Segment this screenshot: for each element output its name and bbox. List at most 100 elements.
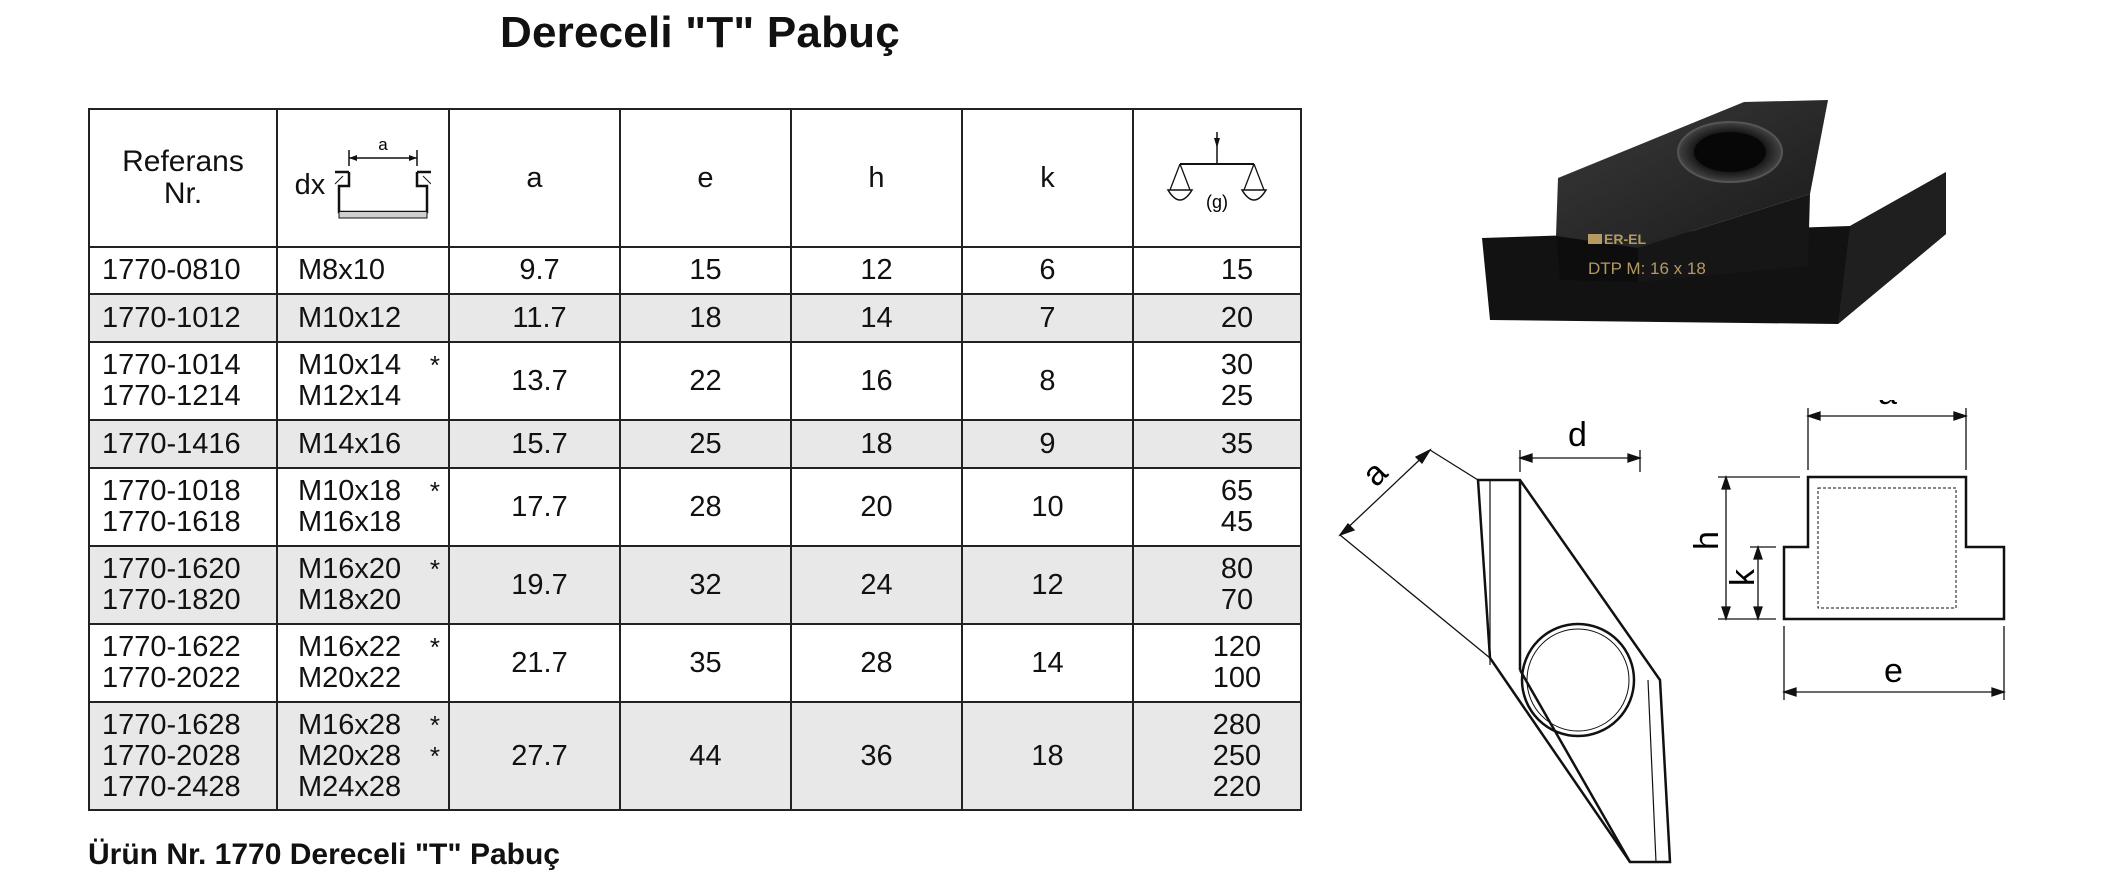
dx-value: M14x16: [298, 427, 402, 460]
dx-line: M10x14 *: [298, 350, 448, 381]
weight-value: 280: [1212, 708, 1262, 741]
cell-h: 28: [790, 623, 963, 703]
dim-a-top-label: a: [1878, 400, 1897, 412]
cell-a: 27.7: [448, 701, 621, 811]
dx-value: M16x22: [298, 631, 402, 663]
cell-dx: M16x20*M18x20: [276, 545, 450, 625]
cell-dx: M8x10: [276, 246, 450, 295]
header-h: h: [790, 108, 963, 248]
header-a: a: [448, 108, 621, 248]
cell-h: 18: [790, 419, 963, 469]
dx-star: *: [429, 740, 440, 771]
cell-e: 28: [619, 467, 792, 547]
cell-weight: 20: [1132, 293, 1302, 343]
weight-value: 35: [1220, 427, 1254, 460]
cell-ref: 1770-0810: [88, 246, 278, 295]
cell-e: 18: [619, 293, 792, 343]
cell-h: 12: [790, 246, 963, 295]
dx-line: M16x28*: [298, 709, 448, 741]
header-ref-line1: Referans: [122, 145, 244, 178]
dx-star: *: [429, 554, 440, 584]
dx-value: M20x28: [298, 739, 402, 772]
dim-a-diagonal-label: a: [1355, 453, 1395, 493]
cell-k: 9: [961, 419, 1134, 469]
dx-value: M24x28: [298, 770, 402, 803]
page-title: Dereceli "T" Pabuç: [500, 8, 900, 57]
tslot-icon: a: [334, 135, 432, 219]
dx-value: M10x18: [298, 475, 402, 507]
top-view-hatch: [1489, 480, 1657, 863]
dim-h: [1718, 474, 1800, 622]
dim-a-diagonal: [1338, 448, 1491, 659]
dx-line: M16x20*: [298, 554, 448, 585]
cell-k: 14: [961, 623, 1134, 703]
cell-a: 9.7: [448, 246, 621, 295]
dx-line: M14x16: [298, 427, 448, 460]
cell-ref: 1770-1416: [88, 419, 278, 469]
dx-star: *: [429, 632, 440, 662]
dx-line: M24x28: [298, 770, 448, 803]
ref-number: 1770-1628: [102, 708, 241, 741]
spec-table: Referans Nr. dx a: [88, 108, 1302, 811]
bore-circle-inner: [1526, 628, 1630, 732]
ref-number: 1770-1618: [102, 506, 241, 538]
ref-number: 1770-1820: [102, 584, 241, 616]
dim-d: [1517, 450, 1643, 472]
bore-circle: [1520, 622, 1636, 738]
scale-icon-label: (g): [1206, 192, 1228, 212]
dx-line: M8x10: [298, 255, 448, 286]
ref-number: 1770-1012: [102, 301, 241, 334]
ref-number: 1770-2022: [102, 662, 241, 694]
brand-logo-icon: [1588, 234, 1602, 244]
dx-value: M16x18: [298, 506, 402, 538]
cell-e: 32: [619, 545, 792, 625]
header-weight: (g): [1132, 108, 1302, 248]
dim-e: [1781, 626, 2007, 700]
header-row: Referans Nr. dx a: [88, 108, 1302, 248]
cell-k: 7: [961, 293, 1134, 343]
header-e: e: [619, 108, 792, 248]
cell-a: 13.7: [448, 341, 621, 421]
ref-number: 1770-1014: [102, 349, 241, 381]
dx-star: *: [429, 350, 440, 380]
dx-value: M8x10: [298, 254, 386, 286]
dx-line: M18x20: [298, 585, 448, 616]
cell-h: 16: [790, 341, 963, 421]
weight-value: 45: [1220, 506, 1254, 538]
dx-star: *: [429, 709, 440, 740]
dx-value: M10x14: [298, 349, 402, 381]
cell-weight: 35: [1132, 419, 1302, 469]
cell-h: 36: [790, 701, 963, 811]
dim-e-label: e: [1884, 652, 1903, 690]
header-k: k: [961, 108, 1134, 248]
dx-line: M20x28 *: [298, 739, 448, 772]
header-dx: dx a: [276, 108, 450, 248]
dx-star: *: [429, 476, 440, 506]
weight-value: 25: [1220, 380, 1254, 412]
brand-logo-text: ER-EL: [1604, 231, 1646, 247]
dim-h-label: h: [1688, 531, 1726, 550]
dim-d-label: d: [1568, 416, 1587, 454]
cell-e: 25: [619, 419, 792, 469]
ref-number: 1770-1416: [102, 427, 241, 460]
dim-k: [1750, 544, 1776, 622]
dx-value: M10x12: [298, 301, 402, 334]
cell-weight: 15: [1132, 246, 1302, 295]
weight-value: 220: [1212, 770, 1262, 803]
cell-ref: 1770-1012: [88, 293, 278, 343]
header-ref: Referans Nr.: [88, 108, 278, 248]
tslot-icon-label: a: [379, 135, 389, 154]
cell-dx: M10x18 * M16x18: [276, 467, 450, 547]
dx-value: M20x22: [298, 662, 402, 694]
footer-caption: Ürün Nr. 1770 Dereceli "T" Pabuç: [88, 838, 560, 871]
dx-line: M16x18: [298, 507, 448, 538]
cell-e: 35: [619, 623, 792, 703]
